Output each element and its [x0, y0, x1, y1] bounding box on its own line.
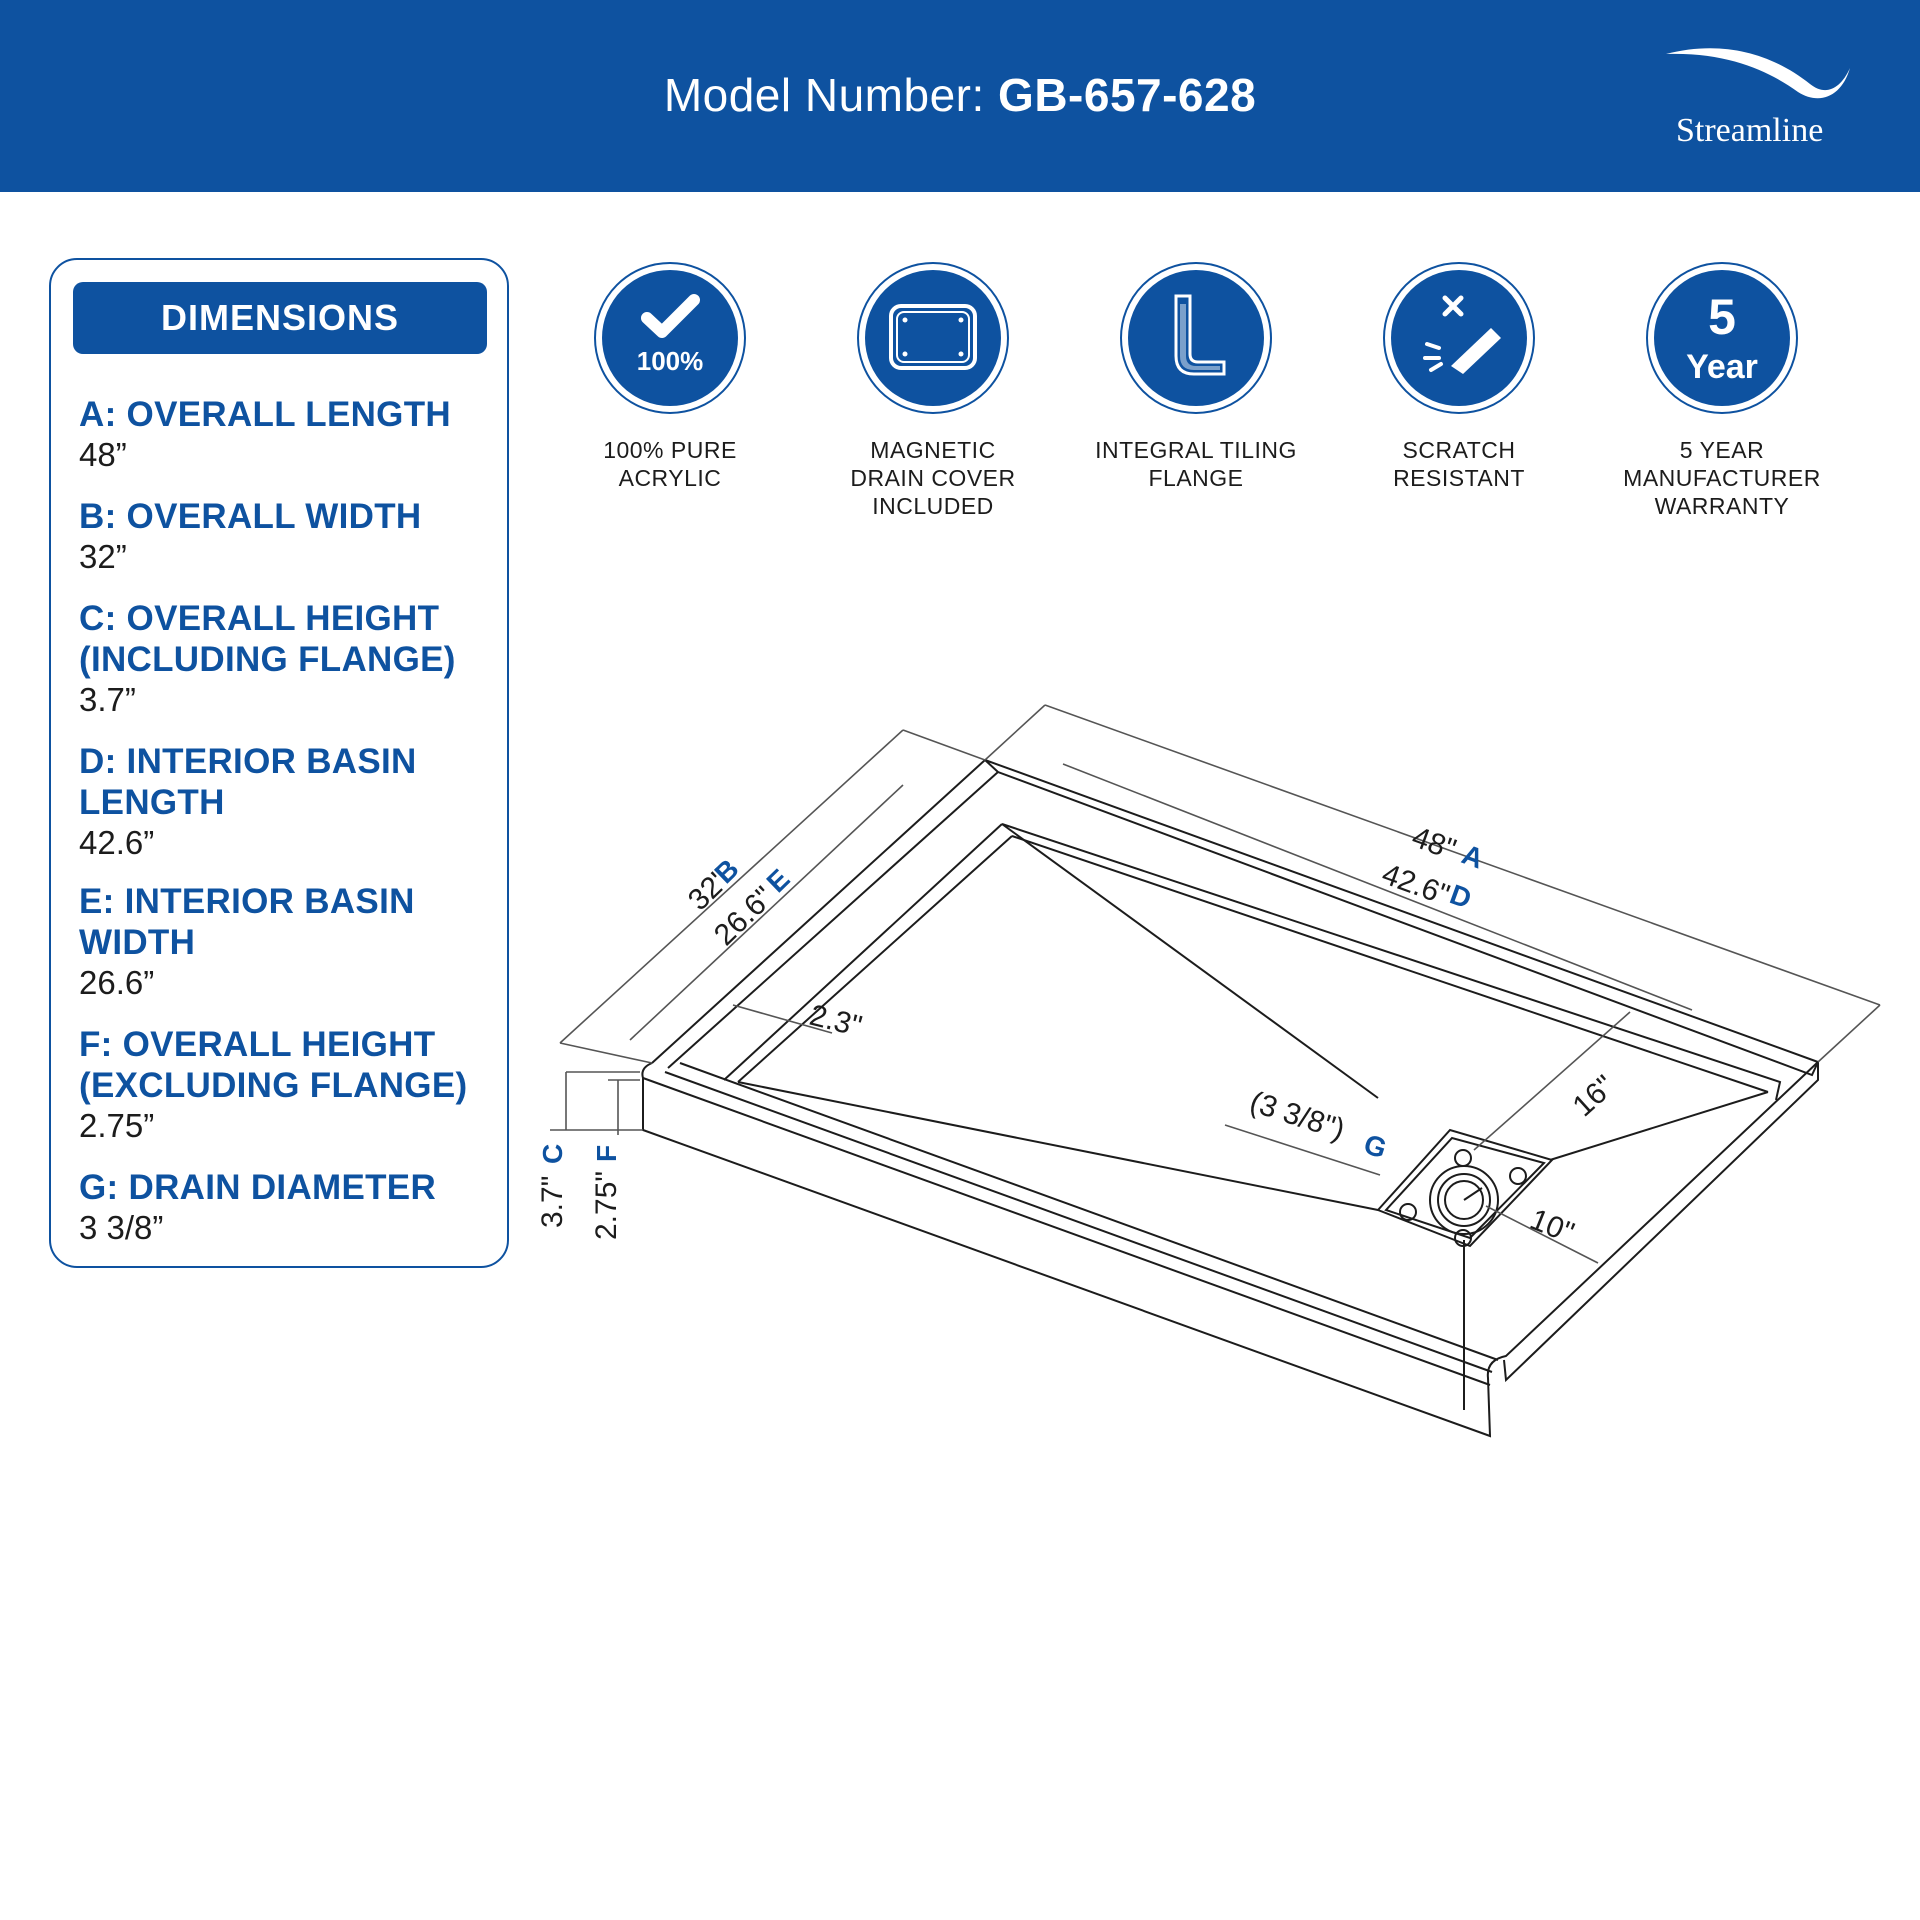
- shower-base-outline: [641, 759, 1820, 1438]
- feature-badge: 5 Year: [1646, 262, 1798, 414]
- dimension-item-d: D: INTERIOR BASIN LENGTH 42.6”: [79, 741, 499, 863]
- dimension-label: B: OVERALL WIDTH: [79, 497, 422, 536]
- feature-badge: 100%: [594, 262, 746, 414]
- dimension-item-f: F: OVERALL HEIGHT (EXCLUDING FLANGE) 2.7…: [79, 1024, 499, 1146]
- dimension-value: 2.75”: [79, 1107, 155, 1144]
- label-drain-y-value: 16": [1567, 1069, 1622, 1123]
- feature-caption: INTEGRAL TILING FLANGE: [1076, 436, 1316, 492]
- dimension-label: G: DRAIN DIAMETER: [79, 1168, 437, 1207]
- label-d-value: 42.6": [1378, 858, 1454, 913]
- dimension-value: 26.6”: [79, 964, 155, 1001]
- caption-line: ACRYLIC: [618, 465, 722, 491]
- dim-line-e: [629, 784, 904, 1041]
- label-drain-x-value: 10": [1525, 1203, 1578, 1250]
- feature-badge: [857, 262, 1009, 414]
- feature-scratch-resistant: SCRATCH RESISTANT: [1339, 262, 1579, 492]
- dim-line-a: [1044, 704, 1881, 1006]
- warranty-number: 5: [1708, 289, 1736, 345]
- dimension-label-line-2: LENGTH: [79, 783, 225, 822]
- dim-line-drain-x: [1485, 1205, 1599, 1264]
- caption-line: DRAIN COVER: [850, 465, 1016, 491]
- model-number-title: Model Number: GB-657-628: [0, 68, 1920, 122]
- dimension-item-e: E: INTERIOR BASIN WIDTH 26.6”: [79, 881, 499, 1003]
- dimension-label: E: INTERIOR BASIN: [79, 882, 415, 921]
- model-number-prefix: Model Number:: [663, 69, 999, 121]
- feature-badge: [1383, 262, 1535, 414]
- model-number-value: GB-657-628: [998, 69, 1257, 121]
- caption-line: MAGNETIC: [870, 437, 996, 463]
- feature-tiling-flange: INTEGRAL TILING FLANGE: [1076, 262, 1316, 492]
- dimension-item-g: G: DRAIN DIAMETER 3 3/8”: [79, 1167, 499, 1248]
- dimension-label: A: OVERALL LENGTH: [79, 395, 451, 434]
- label-c-letter: C: [537, 1144, 568, 1164]
- dimensions-title: DIMENSIONS: [73, 282, 487, 354]
- dim-line-rim: [732, 1004, 833, 1034]
- check-100-icon: [641, 294, 700, 338]
- caption-line: 5 YEAR: [1679, 437, 1765, 463]
- label-rim-value: 2.3": [806, 999, 865, 1044]
- label-a-value: 48": [1408, 821, 1461, 867]
- feature-caption: 100% PURE ACRYLIC: [550, 436, 790, 492]
- feature-magnetic-drain-cover: MAGNETIC DRAIN COVER INCLUDED: [813, 262, 1053, 520]
- dimension-value: 48”: [79, 436, 127, 473]
- caption-line: RESISTANT: [1393, 465, 1525, 491]
- dimension-item-a: A: OVERALL LENGTH 48”: [79, 394, 499, 475]
- caption-line: 100% PURE: [603, 437, 737, 463]
- label-c-value: 3.7": [536, 1176, 569, 1228]
- dimensions-panel: DIMENSIONS A: OVERALL LENGTH 48” B: OVER…: [49, 258, 509, 1268]
- dimension-label: C: OVERALL HEIGHT: [79, 599, 440, 638]
- label-g-letter: G: [1360, 1128, 1390, 1164]
- feature-badge-text: 100%: [636, 346, 704, 376]
- feature-badge: [1120, 262, 1272, 414]
- drain-cover-icon: [889, 304, 977, 370]
- caption-line: FLANGE: [1148, 465, 1244, 491]
- feature-caption: MAGNETIC DRAIN COVER INCLUDED: [813, 436, 1053, 520]
- header-bar: Model Number: GB-657-628 Streamline: [0, 0, 1920, 192]
- caption-line: WARRANTY: [1654, 493, 1790, 519]
- wave-icon: [1666, 48, 1850, 99]
- dim-line-d: [1062, 763, 1693, 1011]
- dimension-label-line-2: (INCLUDING FLANGE): [79, 640, 456, 679]
- dimension-value: 3 3/8”: [79, 1209, 164, 1246]
- dimension-label: F: OVERALL HEIGHT: [79, 1025, 436, 1064]
- dimension-label-line-2: (EXCLUDING FLANGE): [79, 1066, 468, 1105]
- scratch-icon: [1423, 295, 1501, 374]
- dimension-lines: [550, 704, 1881, 1264]
- dimension-value: 42.6”: [79, 824, 155, 861]
- dim-line-drain-y: [1473, 1011, 1631, 1151]
- feature-warranty: 5 Year 5 YEAR MANUFACTURER WARRANTY: [1602, 262, 1842, 520]
- dimension-value: 3.7”: [79, 681, 136, 718]
- feature-caption: 5 YEAR MANUFACTURER WARRANTY: [1602, 436, 1842, 520]
- dimension-value: 32”: [79, 538, 127, 575]
- caption-line: SCRATCH: [1402, 437, 1516, 463]
- brand-name: Streamline: [1676, 112, 1824, 149]
- dimension-item-c: C: OVERALL HEIGHT (INCLUDING FLANGE) 3.7…: [79, 598, 499, 720]
- dim-line-g: [1224, 1124, 1381, 1176]
- caption-line: INCLUDED: [872, 493, 994, 519]
- warranty-icon: 5 Year: [1654, 270, 1790, 406]
- dim-line-b: [559, 729, 904, 1044]
- flange-icon: [1174, 294, 1226, 376]
- brand-logo: Streamline: [1660, 44, 1860, 154]
- dimension-label-line-2: WIDTH: [79, 923, 196, 962]
- feature-pure-acrylic: 100% 100% PURE ACRYLIC: [550, 262, 790, 492]
- dimension-labels: 48" A 42.6" D 32" B 26.6" E 2.3" 16" 10"…: [536, 821, 1621, 1250]
- label-f-letter: F: [591, 1145, 622, 1162]
- dimension-item-b: B: OVERALL WIDTH 32”: [79, 496, 499, 577]
- label-a-letter: A: [1458, 839, 1488, 875]
- label-f-value: 2.75": [590, 1171, 623, 1240]
- caption-line: MANUFACTURER: [1623, 465, 1821, 491]
- feature-caption: SCRATCH RESISTANT: [1339, 436, 1579, 492]
- dimension-label: D: INTERIOR BASIN: [79, 742, 417, 781]
- caption-line: INTEGRAL TILING: [1095, 437, 1297, 463]
- warranty-unit: Year: [1686, 348, 1758, 386]
